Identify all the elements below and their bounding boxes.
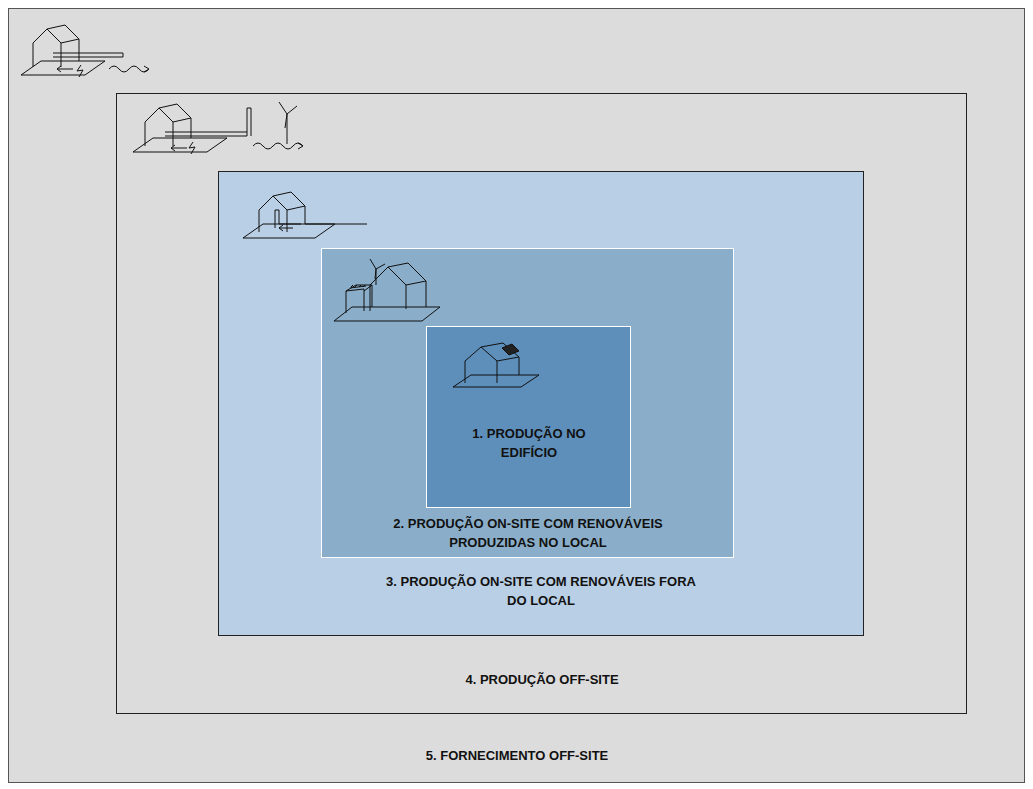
region-label: 4. PRODUÇÃO OFF-SITE (332, 670, 752, 689)
building-energy-icon (449, 337, 539, 393)
onsite-offsite-renewables-region: 3. PRODUÇÃO ON-SITE COM RENOVÁVEIS FORA … (218, 171, 864, 636)
building-region: 1. PRODUÇÃO NO EDIFÍCIO (426, 326, 631, 508)
region-label: 5. FORNECIMENTO OFF-SITE (307, 746, 727, 765)
building-energy-icon (13, 17, 183, 97)
building-energy-icon (330, 255, 450, 325)
supply-region: 5. FORNECIMENTO OFF-SITE 4. PRODUÇÃO OFF-… (8, 8, 1025, 783)
offsite-region: 4. PRODUÇÃO OFF-SITE 3. PRODUÇÃO ON-SITE … (116, 93, 967, 714)
region-label: 1. PRODUÇÃO NO EDIFÍCIO (459, 424, 599, 462)
region-label: 2. PRODUÇÃO ON-SITE COM RENOVÁVEIS PRODU… (368, 514, 688, 552)
onsite-local-renewables-region: 2. PRODUÇÃO ON-SITE COM RENOVÁVEIS PRODU… (321, 248, 734, 558)
region-label: 3. PRODUÇÃO ON-SITE COM RENOVÁVEIS FORA … (381, 572, 701, 610)
building-energy-icon (239, 188, 379, 248)
building-energy-icon (127, 100, 347, 164)
